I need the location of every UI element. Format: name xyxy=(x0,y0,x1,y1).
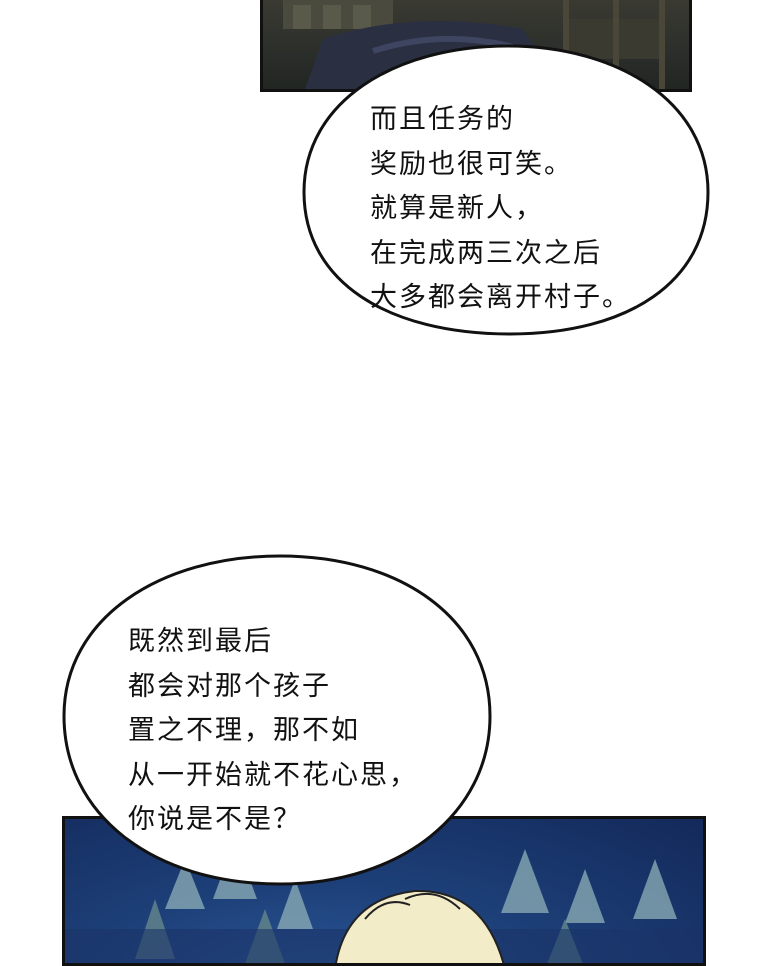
speech-line: 大多都会离开村子。 xyxy=(370,282,631,313)
speech-line: 都会对那个孩子 xyxy=(128,670,331,702)
speech-text-top: 而且任务的 奖励也很可笑。 就算是新人， 在完成两三次之后 大多都会离开村子。 xyxy=(370,98,631,321)
speech-line: 置之不理，那不如 xyxy=(128,715,360,746)
speech-line: 从一开始就不花心思， xyxy=(128,759,418,791)
speech-text-bottom: 既然到最后 都会对那个孩子 置之不理，那不如 从一开始就不花心思， 你说是不是？ xyxy=(128,620,418,843)
speech-bubble-outline xyxy=(62,554,492,886)
speech-bubble-outline xyxy=(302,44,710,336)
speech-bubble-bottom: 既然到最后 都会对那个孩子 置之不理，那不如 从一开始就不花心思， 你说是不是？ xyxy=(60,552,494,888)
speech-bubble-top: 而且任务的 奖励也很可笑。 就算是新人， 在完成两三次之后 大多都会离开村子。 xyxy=(298,42,712,338)
speech-line: 就算是新人， xyxy=(370,193,544,224)
speech-line: 奖励也很可笑。 xyxy=(370,148,573,180)
speech-line: 在完成两三次之后 xyxy=(370,237,602,269)
speech-line: 而且任务的 xyxy=(370,104,515,135)
speech-line: 你说是不是？ xyxy=(128,804,302,835)
speech-line: 既然到最后 xyxy=(128,626,273,657)
